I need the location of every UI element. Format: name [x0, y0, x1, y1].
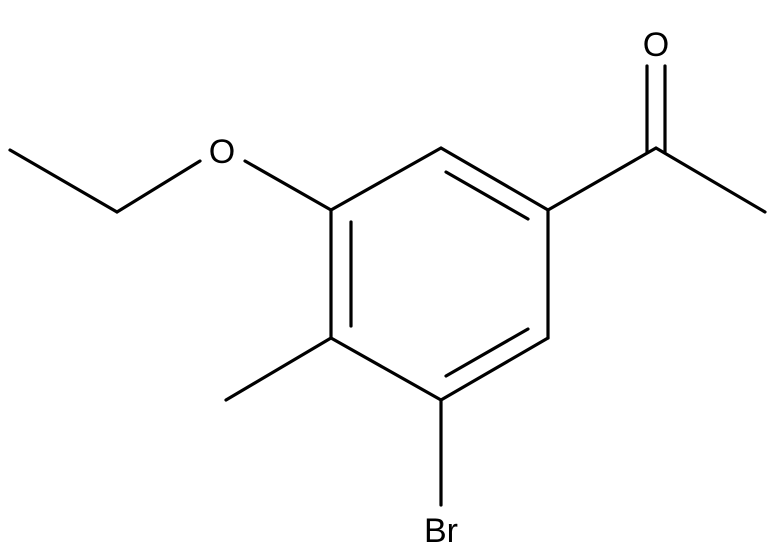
methyl-bond [224, 336, 333, 402]
ether-oxygen-label: O [209, 133, 235, 171]
bromine-label: Br [424, 512, 458, 550]
ether-ethyl-bond [115, 159, 202, 214]
ring-bond-3 [439, 336, 550, 402]
ethyl-methyl-bond [8, 148, 119, 214]
acetyl-methyl-bond [654, 146, 767, 214]
ring-bond-6 [329, 146, 443, 212]
ring-bond-1-inner [444, 170, 530, 221]
acetyl-bond [546, 146, 658, 212]
ring-bond-3-inner [444, 327, 530, 378]
carbonyl-oxygen-label: O [643, 26, 669, 64]
ring-bond-1 [439, 146, 550, 212]
ring-bond-4 [329, 336, 443, 402]
ether-ring-bond [243, 159, 333, 212]
